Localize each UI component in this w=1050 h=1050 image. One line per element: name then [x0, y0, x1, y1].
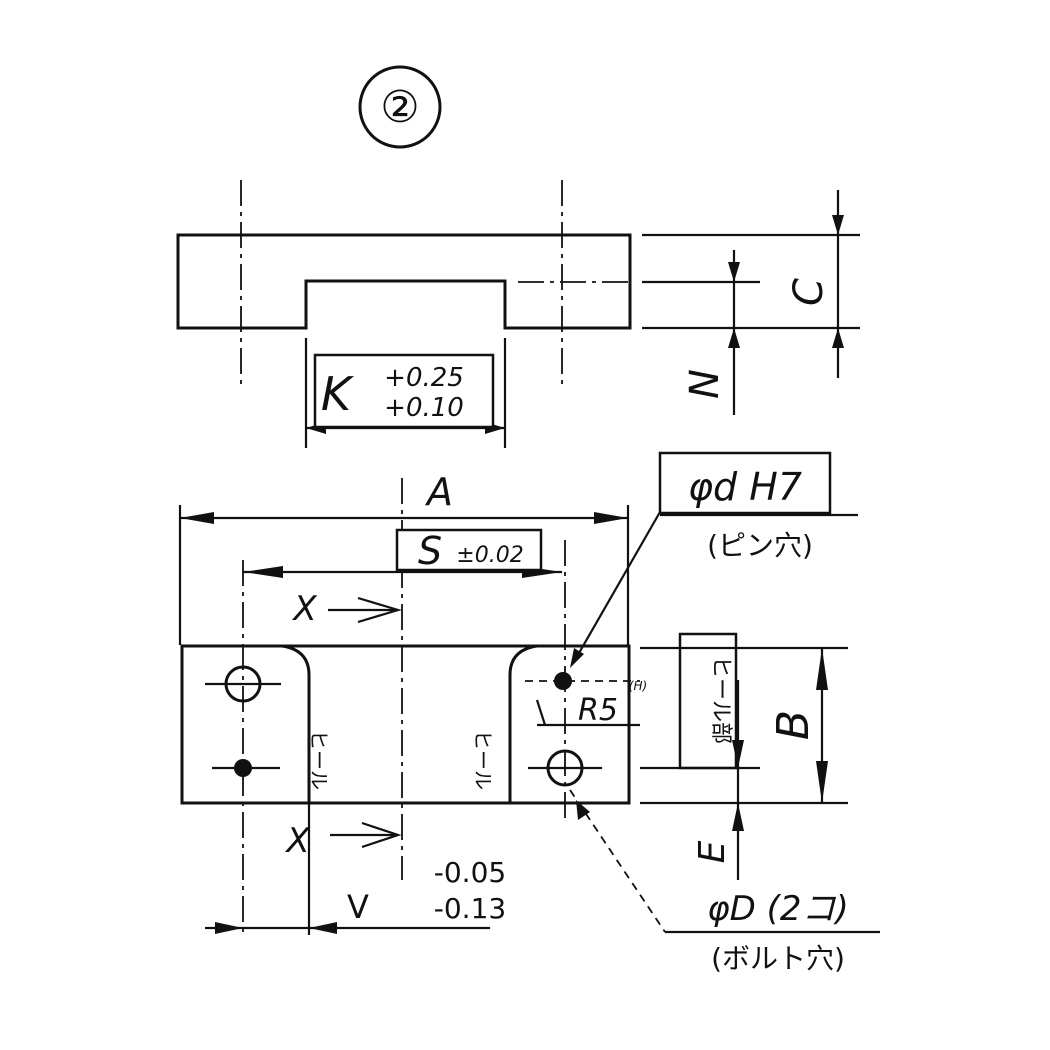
- bolt-hole-size: φD (2コ): [707, 889, 849, 929]
- front-view: A S ±0.02 X ヒール ヒール: [178, 451, 880, 975]
- view-number: ②: [380, 82, 419, 133]
- dim-v-label: V: [347, 888, 369, 926]
- radius-note: (H): [629, 679, 647, 693]
- pin-hole-desc: (ピン穴): [707, 529, 813, 562]
- v-tol-lower: -0.13: [434, 892, 506, 925]
- dim-x-lower-label: X: [284, 821, 310, 861]
- dim-c-label: C: [786, 278, 832, 306]
- bolt-hole-desc: (ボルト穴): [711, 942, 845, 975]
- top-view: C N K +0.25 +0.10: [176, 180, 860, 448]
- k-tol-lower: +0.10: [384, 393, 464, 423]
- dim-b-label: B: [768, 710, 819, 740]
- v-tol-upper: -0.05: [434, 856, 506, 889]
- radius-label: R5: [578, 693, 618, 728]
- dim-k-label: K: [321, 367, 355, 421]
- dim-n-label: N: [682, 369, 728, 399]
- side-note: ヒール部: [708, 656, 733, 744]
- top-view-outline: [176, 233, 632, 330]
- svg-text:ヒール: ヒール: [471, 730, 495, 790]
- svg-text:ヒール: ヒール: [307, 730, 331, 790]
- dim-x-upper-label: X: [291, 589, 317, 629]
- pin-hole-size: φd H7: [688, 465, 802, 509]
- dim-a-label: A: [424, 470, 453, 514]
- view-number-badge: ②: [358, 65, 442, 149]
- dim-s-label: S: [418, 529, 442, 573]
- dim-e-label: E: [692, 840, 733, 863]
- k-tol-upper: +0.25: [384, 363, 464, 393]
- s-tol: ±0.02: [456, 543, 523, 568]
